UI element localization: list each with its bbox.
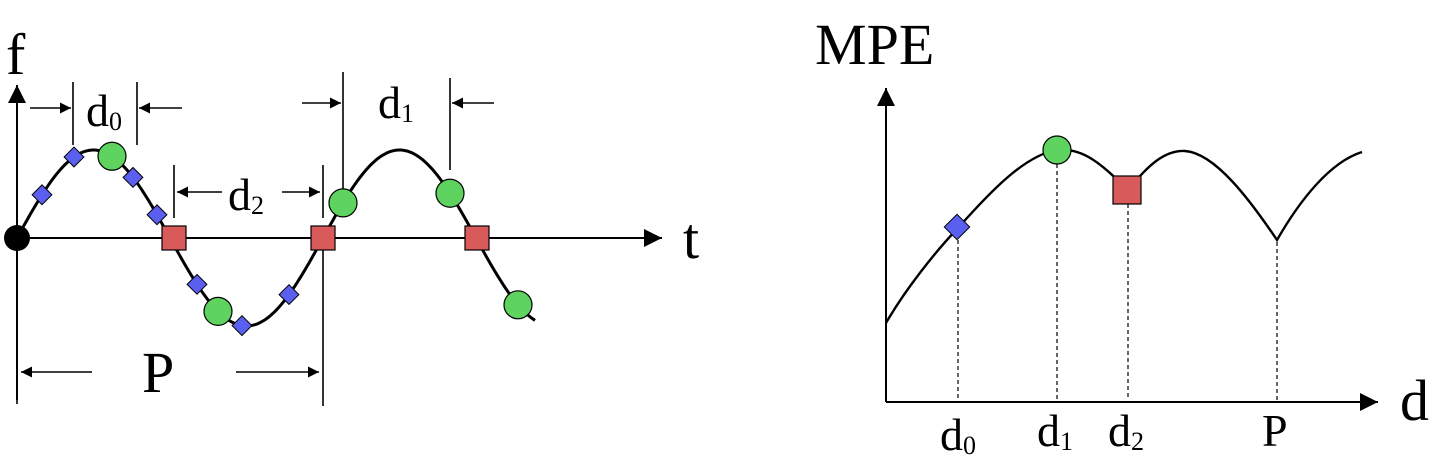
left-markers — [4, 141, 533, 337]
sample-square — [310, 225, 336, 251]
sample-circle — [328, 188, 358, 218]
sample-diamond — [231, 315, 253, 337]
right-x-axis-label: d — [1400, 368, 1429, 433]
right-y-axis-label: MPE — [815, 12, 934, 77]
tick-label-d1: d1 — [1037, 405, 1073, 456]
left-panel: f t d0 d1 d2 P — [4, 22, 699, 406]
sample-diamond — [186, 273, 208, 295]
mpe-d1-circle — [1042, 135, 1072, 165]
sample-diamond — [146, 204, 168, 226]
sample-circle — [97, 141, 127, 171]
sample-diamond — [278, 283, 300, 306]
origin-dot — [4, 225, 30, 251]
right-panel: MPE d d0 d1 d2 P — [815, 12, 1429, 460]
period-label: P — [142, 340, 174, 405]
tick-label-d2: d2 — [1108, 405, 1144, 456]
mpe-d2-square — [1112, 175, 1142, 205]
tick-label-p: P — [1262, 405, 1288, 456]
sample-circle — [503, 290, 533, 320]
sample-diamond — [63, 146, 85, 168]
d2-label: d2 — [228, 169, 264, 220]
sample-diamond — [31, 184, 53, 206]
sample-diamond — [122, 166, 144, 188]
sample-square — [464, 225, 490, 251]
sample-circle — [435, 178, 465, 208]
sample-square — [161, 225, 187, 251]
d1-label: d1 — [378, 77, 414, 128]
left-y-axis-label: f — [6, 22, 26, 87]
tick-label-d0: d0 — [940, 409, 976, 460]
left-x-axis-label: t — [683, 206, 699, 271]
d0-label: d0 — [86, 85, 122, 136]
sample-circle — [203, 296, 233, 326]
mpe-d0-diamond — [943, 213, 971, 241]
